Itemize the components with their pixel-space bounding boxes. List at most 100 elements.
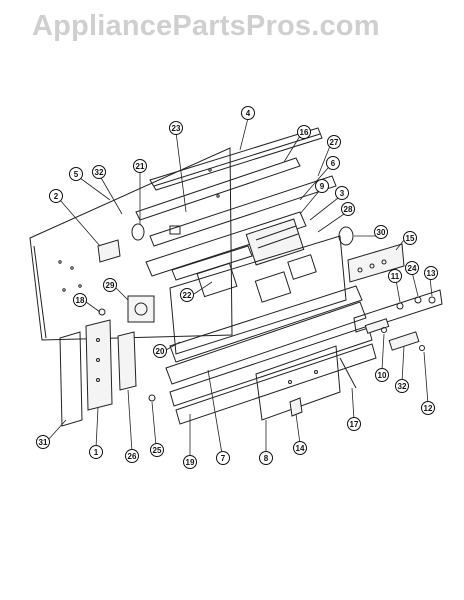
callout-label: 29 [106, 281, 115, 290]
callout-circle [69, 167, 83, 181]
callout-circle [36, 435, 50, 449]
callout-c26: 26 [125, 449, 139, 463]
callout-c19: 19 [183, 455, 197, 469]
callout-c6: 6 [326, 156, 340, 170]
callout-circle [421, 401, 435, 415]
callout-label: 22 [183, 291, 192, 300]
callout-label: 24 [408, 264, 417, 273]
callout-circle [49, 189, 63, 203]
callout-circle [293, 441, 307, 455]
callout-circle [183, 455, 197, 469]
callout-label: 18 [76, 296, 85, 305]
callout-label: 10 [378, 371, 387, 380]
rod-17 [339, 357, 357, 389]
callout-circle [405, 261, 419, 275]
callout-c13: 13 [424, 266, 438, 280]
callout-label: 9 [320, 182, 325, 191]
callout-c20: 20 [153, 344, 167, 358]
callout-circle [103, 278, 117, 292]
screw-18 [98, 308, 106, 316]
callout-c1: 1 [89, 445, 103, 459]
callout-circle [395, 379, 409, 393]
callout-circle [374, 225, 388, 239]
callout-label: 11 [391, 272, 400, 281]
block-2 [97, 239, 121, 263]
callout-label: 5 [74, 170, 79, 179]
callout-circle [347, 417, 361, 431]
callout-circle [375, 368, 389, 382]
callout-c31: 31 [36, 435, 50, 449]
side-trim-31 [59, 331, 83, 427]
callout-circle [92, 165, 106, 179]
callout-label: 32 [398, 382, 407, 391]
callout-circle [297, 125, 311, 139]
callout-label: 12 [424, 404, 433, 413]
callout-label: 14 [296, 444, 305, 453]
callout-label: 32 [95, 168, 104, 177]
callout-c7: 7 [216, 451, 230, 465]
callout-circle [326, 156, 340, 170]
callout-c9: 9 [315, 179, 329, 193]
callout-circle [89, 445, 103, 459]
knob-30 [338, 226, 354, 246]
front-door-panel [255, 345, 341, 421]
callout-label: 15 [406, 234, 415, 243]
callout-label: 31 [39, 438, 48, 447]
callout-c27: 27 [327, 135, 341, 149]
callout-c16: 16 [297, 125, 311, 139]
rod-16 [135, 157, 301, 221]
callout-c3: 3 [335, 186, 349, 200]
callout-label: 16 [300, 128, 309, 137]
rod-27 [149, 175, 337, 247]
callout-label: 28 [344, 205, 353, 214]
callout-c5: 5 [69, 167, 83, 181]
callout-circle [153, 344, 167, 358]
callout-c4: 4 [241, 106, 255, 120]
callout-label: 7 [221, 454, 226, 463]
hinge-26 [117, 331, 137, 391]
callout-label: 1 [94, 448, 99, 457]
callout-c14: 14 [293, 441, 307, 455]
callout-label: 8 [264, 454, 269, 463]
handle-14 [289, 397, 303, 417]
callout-c21: 21 [133, 159, 147, 173]
callout-c2: 2 [49, 189, 63, 203]
callout-c15: 15 [403, 231, 417, 245]
side-bracket-1 [85, 319, 113, 411]
callout-c23: 23 [169, 121, 183, 135]
callout-label: 13 [427, 269, 436, 278]
callout-circle [327, 135, 341, 149]
callout-label: 26 [128, 452, 137, 461]
timer-module [245, 218, 305, 266]
callout-c18: 18 [73, 293, 87, 307]
callout-circle [341, 202, 355, 216]
callout-c28: 28 [341, 202, 355, 216]
callout-label: 4 [246, 109, 251, 118]
callout-circle [403, 231, 417, 245]
callout-c12: 12 [421, 401, 435, 415]
callout-label: 21 [136, 162, 145, 171]
callout-c8: 8 [259, 451, 273, 465]
watermark-logo: AppliancePartsPros.com [32, 10, 380, 42]
front-lower-panel [165, 285, 377, 425]
callout-c17: 17 [347, 417, 361, 431]
knob-21 [131, 223, 145, 241]
callout-c22: 22 [180, 288, 194, 302]
callout-circle [180, 288, 194, 302]
callout-label: 20 [156, 347, 165, 356]
callout-label: 19 [186, 458, 195, 467]
selector-switch [127, 295, 155, 323]
callout-circle [150, 443, 164, 457]
callout-c24: 24 [405, 261, 419, 275]
mount-bracket [145, 211, 307, 281]
callout-label: 30 [377, 228, 386, 237]
callout-c10: 10 [375, 368, 389, 382]
callout-circle [133, 159, 147, 173]
callout-label: 27 [330, 138, 339, 147]
callout-label: 25 [153, 446, 162, 455]
callout-label: 17 [350, 420, 359, 429]
callout-c29: 29 [103, 278, 117, 292]
callout-circle [125, 449, 139, 463]
